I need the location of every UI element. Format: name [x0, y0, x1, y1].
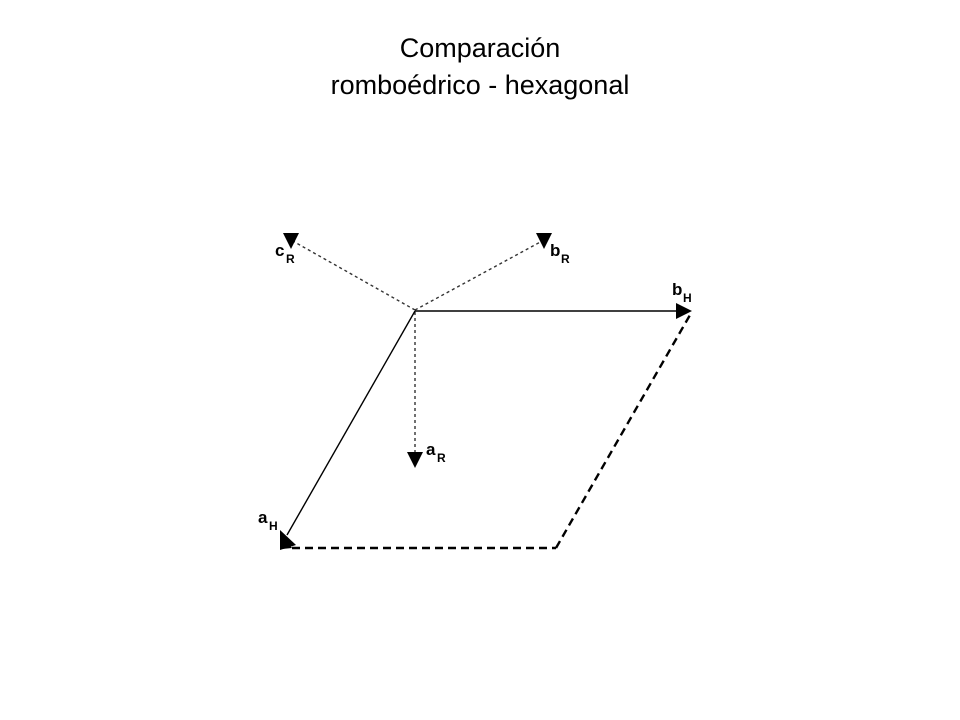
title-line-1: Comparación	[399, 33, 561, 63]
a-r-arrowhead	[407, 452, 423, 468]
b-h-arrowhead	[676, 303, 692, 319]
b-r-arrowhead	[536, 233, 552, 249]
label-a-r-sub: R	[437, 451, 446, 465]
label-b-r: b R	[550, 241, 570, 266]
label-a-h-main: a	[258, 508, 268, 527]
cell-right-dashed-edge	[554, 314, 692, 549]
label-a-h: a H	[258, 508, 278, 533]
label-b-r-main: b	[550, 241, 560, 260]
label-a-r: a R	[426, 440, 446, 465]
label-b-r-sub: R	[561, 252, 570, 266]
a-h-axis-line	[286, 310, 416, 536]
label-b-h: b H	[672, 280, 692, 305]
label-b-h-sub: H	[683, 291, 692, 305]
c-r-arrowhead	[283, 233, 299, 249]
b-r-axis-line	[414, 239, 545, 311]
diagram-title: Comparación romboédrico - hexagonal	[0, 30, 960, 104]
label-c-r: c R	[275, 241, 295, 266]
title-line-2: romboédrico - hexagonal	[330, 70, 630, 100]
c-r-axis-line	[290, 239, 416, 311]
label-a-r-main: a	[426, 440, 436, 459]
label-a-h-sub: H	[269, 519, 278, 533]
label-b-h-main: b	[672, 280, 682, 299]
a-h-arrowhead-fill	[280, 530, 296, 550]
label-c-r-sub: R	[286, 252, 295, 266]
label-c-r-main: c	[275, 241, 284, 260]
